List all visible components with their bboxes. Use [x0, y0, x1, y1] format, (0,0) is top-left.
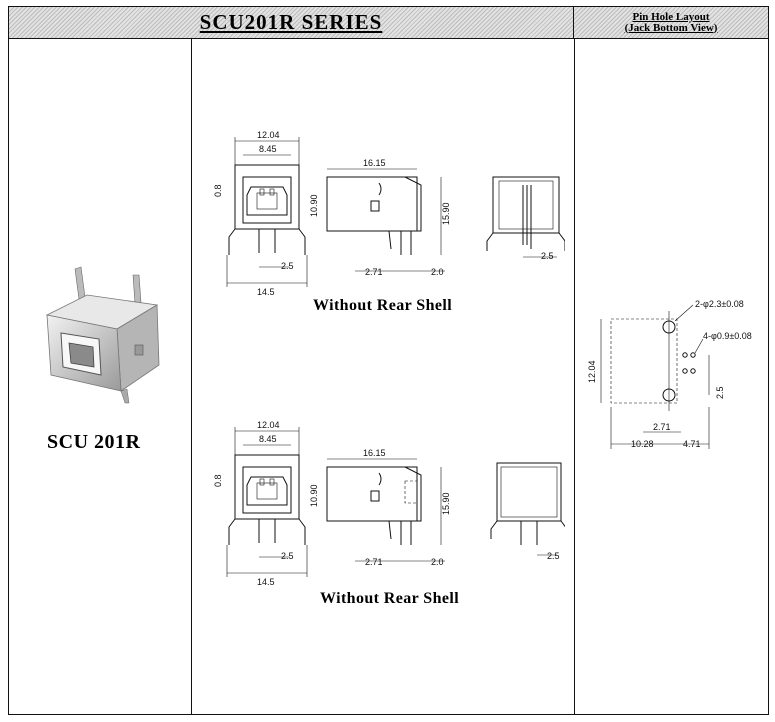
side-view-body — [326, 176, 418, 232]
top-drawing: 12.04 8.45 0.8 14.5 2.5 16.15 10.90 15.9… — [213, 130, 565, 297]
jack-outline — [610, 318, 678, 404]
pin-layout-header: Pin Hole Layout (Jack Bottom View) — [574, 7, 768, 38]
dim-side-a: 2.71 — [365, 267, 383, 277]
rear-view-body — [492, 176, 560, 234]
dim-layout-height: 12.04 — [587, 360, 597, 383]
pin-hole-4 — [690, 368, 696, 374]
dim-pin: 2.5 — [281, 551, 294, 561]
dim-layout-pitch: 2.5 — [715, 386, 725, 399]
dim-base: 14.5 — [257, 577, 275, 587]
dim-width-inner: 8.45 — [259, 434, 277, 444]
datasheet: SCU201R SERIES Pin Hole Layout (Jack Bot… — [8, 6, 769, 715]
bottom-drawing: 12.04 8.45 0.8 14.5 2.5 16.15 10.90 15.9… — [213, 420, 565, 587]
rear-view-shell — [496, 462, 562, 522]
usb-b-connector-photo-icon — [45, 266, 160, 404]
bottom-caption: Without Rear Shell — [320, 590, 460, 607]
pin-hole-2 — [690, 352, 696, 358]
header-bar: SCU201R SERIES Pin Hole Layout (Jack Bot… — [9, 7, 768, 39]
pin-hole-3 — [682, 368, 688, 374]
dim-left: 0.8 — [213, 184, 223, 197]
dim-rear-pin: 2.5 — [547, 551, 560, 561]
pin-hole-layout: 2-φ2.3±0.08 4-φ0.9±0.08 12.04 2.5 2.71 1… — [587, 299, 752, 449]
dim-rear-pin: 2.5 — [541, 251, 554, 261]
dim-width-outer: 12.04 — [257, 130, 280, 140]
hole-small-spec: 4-φ0.9±0.08 — [703, 331, 752, 341]
dim-side-height-total: 15.90 — [441, 492, 451, 515]
dim-base: 14.5 — [257, 287, 275, 297]
pin-layout-subtitle: (Jack Bottom View) — [624, 21, 718, 34]
front-view-body — [234, 454, 300, 520]
dim-layout-offset: 2.71 — [653, 422, 671, 432]
series-title: SCU201R SERIES — [199, 10, 383, 34]
dim-side-height-total: 15.90 — [441, 202, 451, 225]
dim-side-length: 16.15 — [363, 158, 386, 168]
title-cell: SCU201R SERIES — [9, 7, 574, 38]
dim-pin: 2.5 — [281, 261, 294, 271]
pin-hole-1 — [682, 352, 688, 358]
dim-side-b: 2.0 — [431, 557, 444, 567]
dim-left: 0.8 — [213, 474, 223, 487]
dim-layout-width-b: 4.71 — [683, 439, 701, 449]
dim-layout-width-a: 10.28 — [631, 439, 654, 449]
dim-side-height: 10.90 — [309, 484, 319, 507]
column-divider-2 — [574, 39, 575, 714]
side-view-body — [326, 466, 418, 522]
front-view-body — [234, 164, 300, 230]
dim-side-b: 2.0 — [431, 267, 444, 277]
top-caption: Without Rear Shell — [313, 297, 453, 314]
pin-layout-title: Pin Hole Layout — [632, 10, 710, 23]
dim-width-inner: 8.45 — [259, 144, 277, 154]
dim-side-length: 16.15 — [363, 448, 386, 458]
dim-side-a: 2.71 — [365, 557, 383, 567]
column-divider-1 — [191, 39, 192, 714]
dim-width-outer: 12.04 — [257, 420, 280, 430]
product-name: SCU 201R — [47, 431, 141, 453]
dim-side-height: 10.90 — [309, 194, 319, 217]
hole-large-spec: 2-φ2.3±0.08 — [695, 299, 744, 309]
